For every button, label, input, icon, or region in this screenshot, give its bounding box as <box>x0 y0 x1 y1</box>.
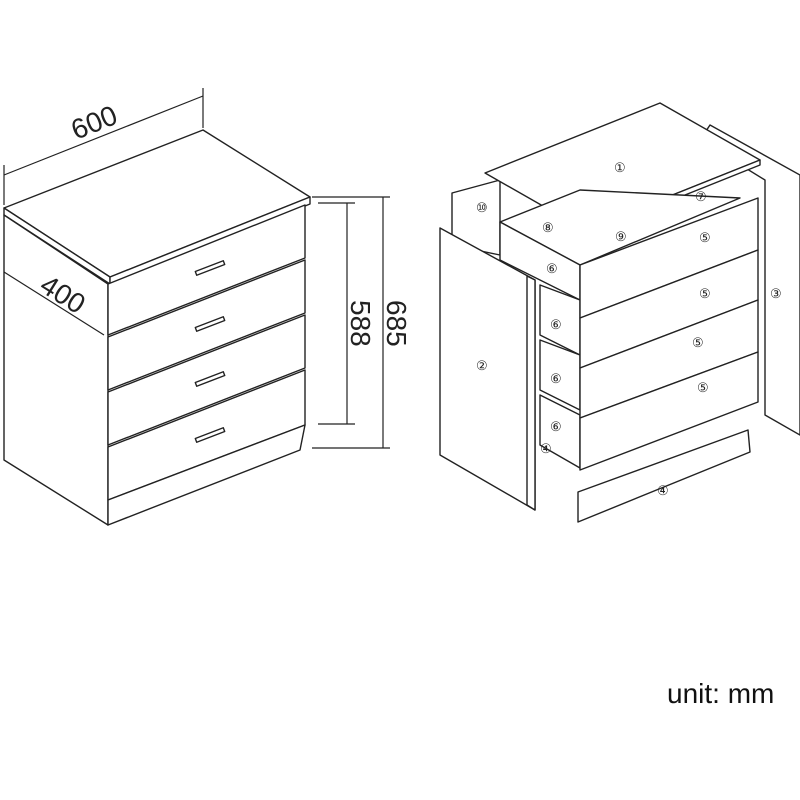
label-part-9: ⑨ <box>615 230 627 245</box>
handle <box>194 316 226 332</box>
label-part-6: ⑥ <box>546 262 558 277</box>
side-edge <box>526 275 536 511</box>
total-height-dimension: 685 <box>381 300 412 347</box>
label-part-7: ⑦ <box>695 190 707 205</box>
label-part-3: ③ <box>770 287 782 302</box>
label-part-5: ⑤ <box>699 231 711 246</box>
label-part-6: ⑥ <box>550 318 562 333</box>
exploded-view: ① ② ③ ④ ④ ⑤ ⑤ ⑤ ⑤ ⑥ ⑥ ⑥ ⑥ ⑦ ⑧ ⑨ ⑩ <box>439 102 800 523</box>
label-part-4: ④ <box>657 484 669 499</box>
part-4-plinth <box>577 429 751 523</box>
label-part-5: ⑤ <box>692 336 704 351</box>
handle <box>194 371 226 387</box>
top-front-edge <box>109 196 311 285</box>
label-part-6: ⑥ <box>550 420 562 435</box>
plinth <box>107 424 306 526</box>
width-dimension: 600 <box>67 99 122 145</box>
handle <box>194 260 226 276</box>
label-part-5: ⑤ <box>699 287 711 302</box>
label-part-8: ⑧ <box>542 221 554 236</box>
label-part-4: ④ <box>540 442 552 457</box>
unit-label: unit: mm <box>667 678 775 709</box>
label-part-10: ⑩ <box>476 201 488 216</box>
part-5-drawer-front <box>579 351 759 471</box>
handle <box>194 427 226 443</box>
label-part-1: ① <box>614 161 626 176</box>
label-part-6: ⑥ <box>550 372 562 387</box>
assembled-cabinet <box>3 129 311 526</box>
label-part-5: ⑤ <box>697 381 709 396</box>
handles <box>194 260 226 443</box>
inner-height-dimension: 588 <box>345 300 376 347</box>
label-part-2: ② <box>476 359 488 374</box>
